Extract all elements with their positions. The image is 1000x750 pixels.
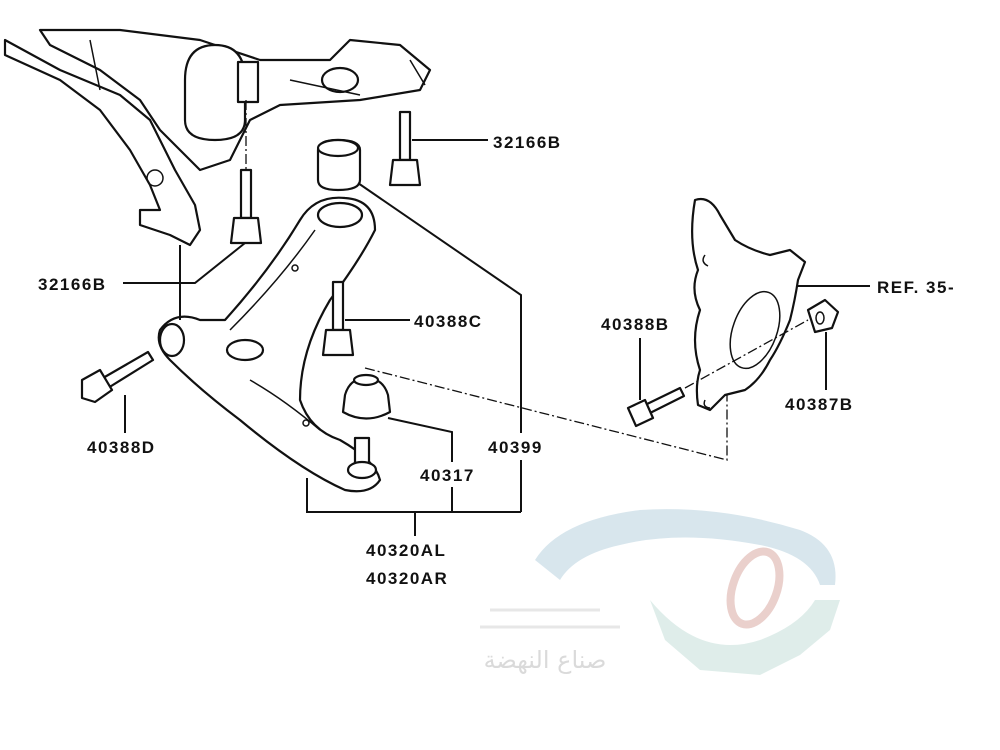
label-40399: 40399 xyxy=(488,438,543,457)
bolt-32166b-top xyxy=(388,110,422,187)
watermark-text: صناع النهضة xyxy=(484,646,607,674)
label-40320al: 40320AL xyxy=(366,541,446,560)
bolt-40388d xyxy=(80,350,155,404)
steering-knuckle xyxy=(691,197,807,412)
lower-control-arm xyxy=(157,196,382,493)
label-40387b: 40387B xyxy=(785,395,854,414)
label-ref-35: REF. 35- xyxy=(877,278,955,297)
label-32166b-left: 32166B xyxy=(38,275,107,294)
label-40388c: 40388C xyxy=(414,312,483,331)
bolt-40388b xyxy=(626,386,686,428)
label-40320ar: 40320AR xyxy=(366,569,448,588)
subframe xyxy=(3,28,432,247)
bushing-40399 xyxy=(316,138,362,192)
label-40317: 40317 xyxy=(420,466,475,485)
watermark-logo: صناع النهضة xyxy=(480,509,840,675)
label-40388b: 40388B xyxy=(601,315,670,334)
nut-40387b xyxy=(806,298,840,334)
bolt-40388c xyxy=(321,280,355,357)
label-32166b-top: 32166B xyxy=(493,133,562,152)
label-40388d: 40388D xyxy=(87,438,156,457)
bolt-32166b-left xyxy=(229,100,263,245)
boot-40317 xyxy=(341,373,392,420)
leader-lines xyxy=(123,139,870,536)
